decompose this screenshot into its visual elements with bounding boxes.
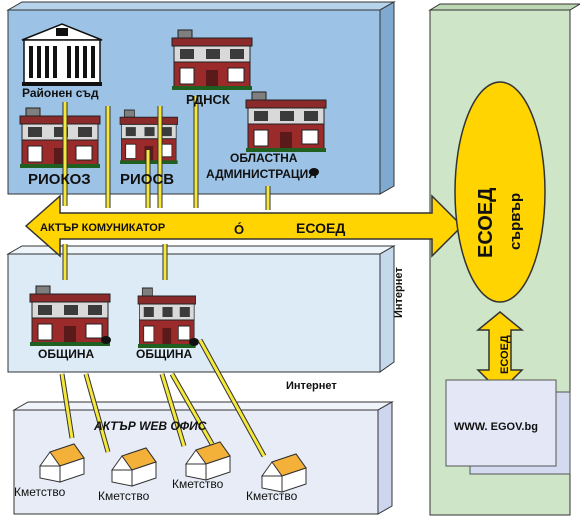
- label-riokoz: РИОКОЗ: [28, 171, 91, 188]
- oblastna-building: [245, 91, 327, 153]
- obshtina-right-building: [137, 287, 197, 349]
- rdnsk-building: [171, 29, 253, 91]
- label-o-mark: Ó: [234, 222, 244, 237]
- label-internet-vertical: Интернет: [393, 267, 405, 318]
- label-kmetstvo-2: Кметство: [98, 489, 150, 503]
- label-akter-web-ofis: АКТЪР WEB ОФИС: [93, 419, 207, 433]
- label-akter-komunikator: АКТЪР КОМУНИКАТОР: [40, 222, 165, 234]
- label-kmetstvo-3: Кметство: [172, 477, 224, 491]
- label-rdnsk: РДНСК: [186, 92, 230, 107]
- label-obshtina-left: ОБЩИНА: [38, 347, 94, 361]
- label-riosv: РИОСВ: [120, 171, 174, 188]
- egov-box: [445, 379, 571, 475]
- court-building: [21, 23, 103, 86]
- label-kmetstvo-4: Кметство: [246, 489, 298, 503]
- label-obshtina-right: ОБЩИНА: [136, 347, 192, 361]
- riokoz-building: [19, 107, 101, 169]
- label-oblastna-2: АДМИНИСТРАЦИЯ: [206, 167, 317, 181]
- connector-dot: [309, 168, 319, 176]
- label-oblastna-1: ОБЛАСТНА: [230, 151, 298, 165]
- label-esoed-arrow: ЕСОЕД: [296, 220, 345, 236]
- label-esoed-vertical: ЕСОЕД: [499, 335, 511, 374]
- label-internet-horizontal: Интернет: [286, 380, 337, 392]
- label-esoed-server-2: сървър: [507, 193, 524, 250]
- label-esoed-server-1: ЕСОЕД: [475, 188, 497, 258]
- connectors-top-fill: [60, 96, 270, 457]
- label-kmetstvo-1: Кметство: [14, 485, 66, 499]
- obshtina-left-building: [29, 285, 111, 347]
- connector-dot: [101, 336, 111, 344]
- connector-dot: [189, 338, 199, 346]
- label-rayonen-sad: Районен съд: [22, 86, 99, 100]
- label-egov: WWW. EGOV.bg: [454, 421, 538, 433]
- esoed-server-ellipse: [454, 81, 546, 303]
